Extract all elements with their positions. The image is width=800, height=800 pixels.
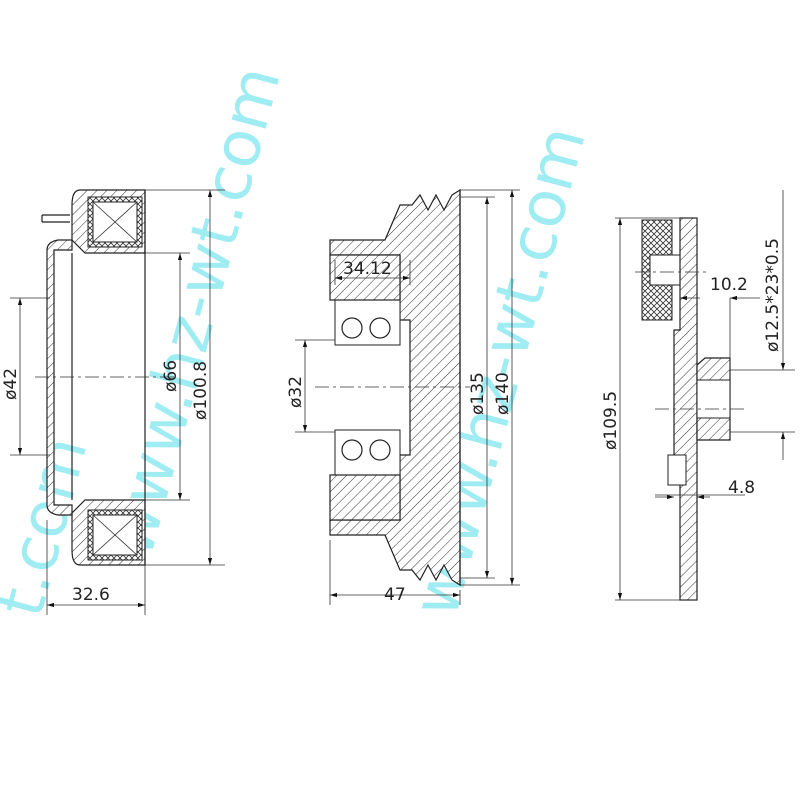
dim-dia-135: ø135 xyxy=(468,372,488,415)
dim-10-2: 10.2 xyxy=(710,275,748,295)
dim-dia-32: ø32 xyxy=(286,376,306,408)
watermark-text: www.hz-wt.com xyxy=(94,59,296,564)
dim-dia-42: ø42 xyxy=(1,368,21,400)
dim-dia-109-5: ø109.5 xyxy=(601,391,621,450)
dim-dia-140: ø140 xyxy=(493,372,513,415)
dim-dia-66: ø66 xyxy=(161,360,181,392)
dim-34-12: 34.12 xyxy=(343,259,392,279)
dim-hub-spec: ø12.5*23*0.5 xyxy=(763,238,783,352)
stator-coil-view: ø42 ø66 ø100.8 32.6 xyxy=(1,189,225,615)
dim-width-47: 47 xyxy=(384,585,406,605)
dim-width-32-6: 32.6 xyxy=(72,585,110,605)
pulley-view: 34.12 ø32 ø135 ø140 47 xyxy=(286,188,520,605)
dim-dia-100-8: ø100.8 xyxy=(191,361,211,420)
armature-plate-view: 10.2 ø12.5*23*0.5 ø109.5 4.8 xyxy=(601,190,795,601)
dim-4-8: 4.8 xyxy=(728,478,755,498)
connector-pin xyxy=(41,214,70,223)
